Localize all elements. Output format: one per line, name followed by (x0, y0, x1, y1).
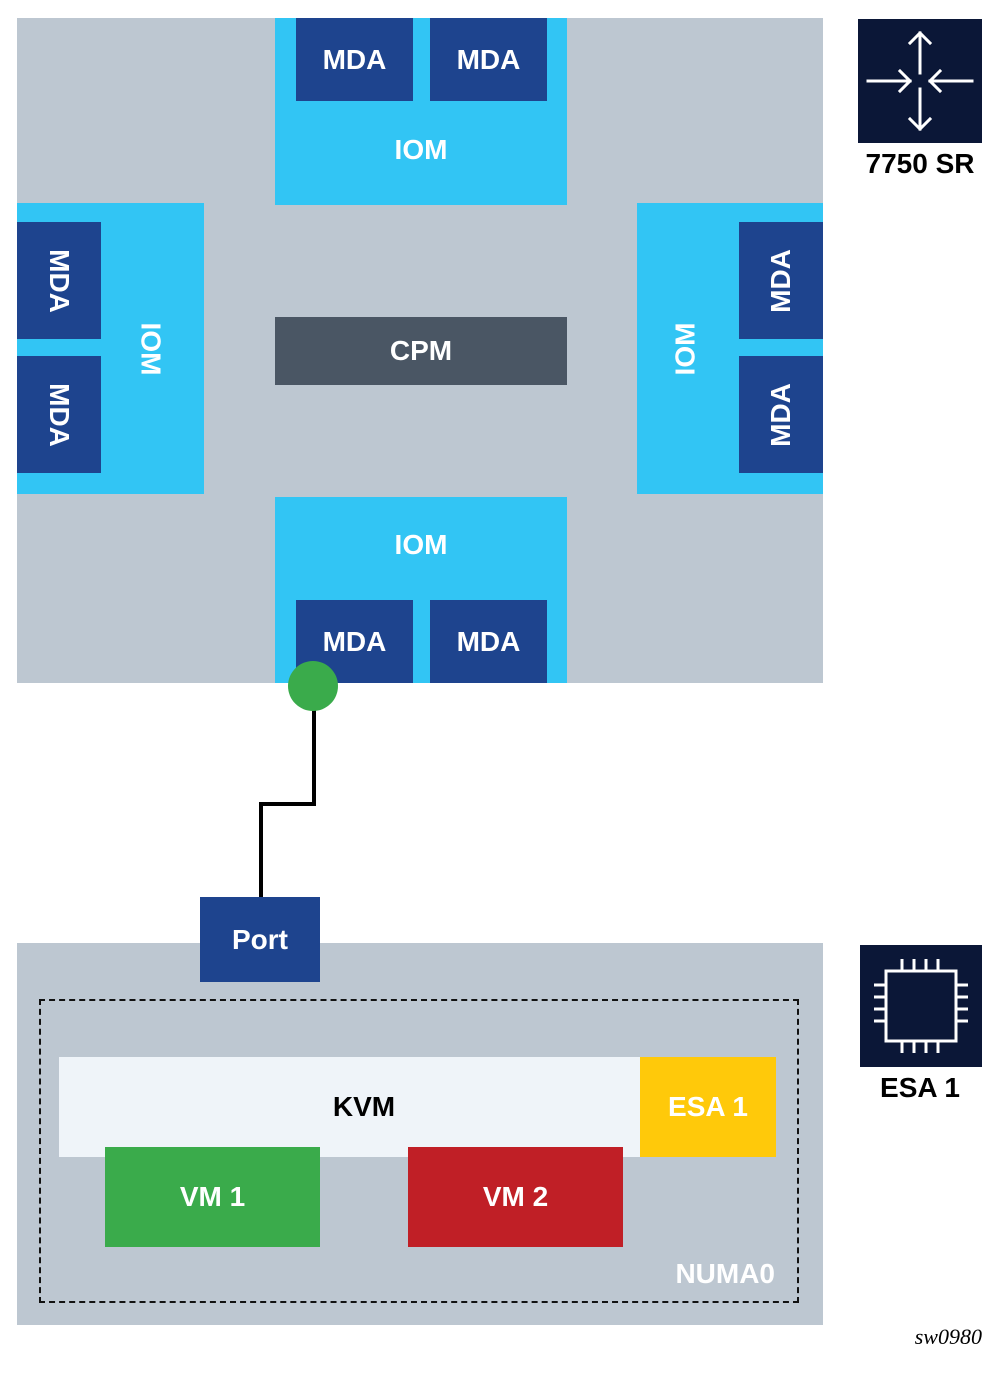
vm-1-label: VM 1 (179, 1181, 246, 1212)
vm-2: VM 2 (408, 1147, 623, 1247)
kvm: KVM (59, 1057, 641, 1157)
kvm-label: KVM (332, 1091, 396, 1122)
vm-1: VM 1 (105, 1147, 320, 1247)
top-iom-mda-2: MDA (430, 18, 547, 101)
port-label: Port (232, 923, 288, 955)
iom-label: IOM (394, 134, 448, 165)
router-arrows-svg (866, 30, 974, 132)
chip-icon (860, 945, 982, 1067)
esa: ESA 1 (640, 1057, 776, 1157)
esa-label: ESA 1 (668, 1091, 748, 1122)
mda-label: MDA (456, 625, 521, 657)
right-iom-mda-2: MDA (739, 356, 823, 473)
link-path (259, 686, 316, 898)
bottom-iom-label-box: IOM (275, 515, 567, 575)
mda-label: MDA (456, 43, 521, 75)
esa-legend-label: ESA 1 (880, 1072, 960, 1103)
numa-label-box: NUMA0 (600, 1258, 775, 1298)
top-iom-label-box: IOM (275, 120, 567, 180)
iom-label: IOM (394, 529, 448, 560)
router-legend-label: 7750 SR (865, 148, 975, 179)
bottom-iom-mda-2: MDA (430, 600, 547, 683)
numa-region (39, 999, 799, 1303)
cpm-label: CPM (389, 335, 453, 366)
right-iom-mda-1: MDA (739, 222, 823, 339)
port-connector-dot (288, 661, 338, 711)
port: Port (200, 897, 320, 982)
figure-id: sw0980 (914, 1324, 982, 1349)
left-iom-mda-2: MDA (17, 356, 101, 473)
left-iom-mda-1: MDA (17, 222, 101, 339)
top-iom-mda-1: MDA (296, 18, 413, 101)
numa-label: NUMA0 (675, 1258, 775, 1289)
vm-2-label: VM 2 (482, 1181, 549, 1212)
mda-label: MDA (322, 625, 387, 657)
mda-label: MDA (322, 43, 387, 75)
chip-svg (874, 959, 968, 1053)
cpm: CPM (275, 317, 567, 385)
router-arrows-icon (858, 19, 982, 143)
